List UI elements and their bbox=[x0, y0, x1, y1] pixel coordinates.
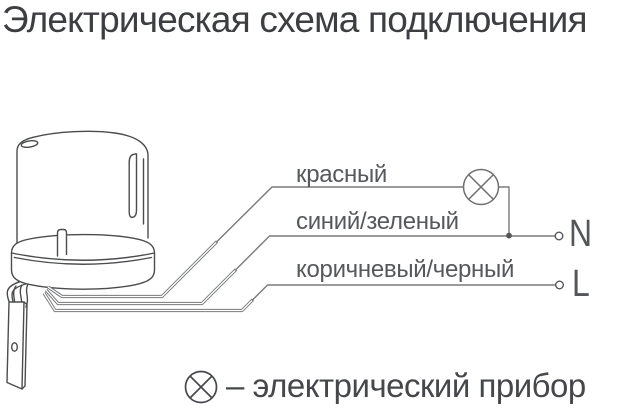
terminal-l-label: L bbox=[572, 263, 590, 305]
terminal-n-label: N bbox=[569, 213, 593, 255]
terminal-l-circle bbox=[555, 280, 565, 290]
legend-lamp-icon bbox=[184, 370, 218, 404]
bracket-strap bbox=[6, 301, 25, 390]
base-front-tab bbox=[56, 228, 68, 257]
mounting-bracket bbox=[6, 276, 41, 390]
device-body bbox=[16, 130, 149, 245]
wire-brown-black-line bbox=[42, 284, 556, 313]
wire-label-brown-black: коричневый/черный bbox=[296, 256, 515, 283]
device-base-ring bbox=[10, 233, 156, 290]
wire-blue-green-line bbox=[44, 235, 555, 306]
terminal-n-circle bbox=[554, 231, 564, 241]
wires bbox=[42, 186, 556, 313]
page-title: Электрическая схема подключения bbox=[2, 0, 588, 40]
lamp-icon bbox=[462, 168, 500, 206]
wire-label-red: красный bbox=[296, 161, 388, 188]
wire-label-blue-green: синий/зеленый bbox=[296, 208, 459, 235]
bracket-hole bbox=[10, 342, 18, 352]
legend-text: – электрический прибор bbox=[226, 367, 586, 404]
wire-red-line bbox=[47, 186, 464, 299]
lamp-to-neutral-wire bbox=[498, 186, 510, 235]
photocell-device-drawing bbox=[6, 130, 156, 390]
junction-dot bbox=[506, 232, 512, 239]
device-side-slot bbox=[128, 153, 138, 219]
device-top-notch bbox=[20, 139, 39, 149]
